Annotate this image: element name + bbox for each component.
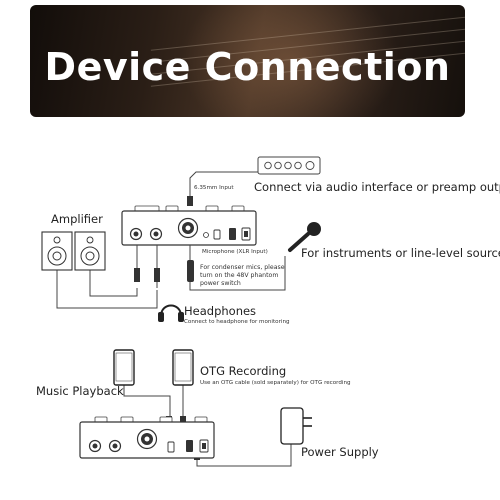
cable-phone-playback: [124, 385, 170, 418]
plug-mic: [187, 260, 194, 282]
label-headphones-note: Connect to headphone for monitoring: [184, 319, 290, 325]
plug-amp: [134, 268, 140, 282]
label-mic-xlr: Microphone (XLR Input): [202, 249, 268, 255]
plug-635: [187, 196, 193, 206]
cable-amp-right: [90, 270, 137, 296]
audio-interface-device: [258, 157, 320, 174]
phone-otg-icon: [173, 350, 193, 385]
label-audio-interface: Connect via audio interface or preamp ou…: [254, 180, 500, 194]
cable-amp-left: [57, 270, 157, 308]
plug-headphone: [154, 268, 160, 282]
label-power-supply: Power Supply: [301, 445, 379, 459]
phone-playback-icon: [114, 350, 134, 385]
label-headphones: Headphones: [184, 304, 256, 318]
mixer-device-bottom: [80, 417, 214, 458]
label-635-input: 6.35mm Input: [194, 185, 234, 191]
power-adapter-icon: [281, 408, 312, 444]
label-amplifier: Amplifier: [51, 212, 103, 226]
amplifier-speakers: [42, 232, 105, 270]
headphones-icon: [158, 306, 184, 323]
label-music-playback: Music Playback: [36, 384, 124, 398]
label-phantom-note: For condenser mics, please turn on the 4…: [200, 264, 285, 288]
mixer-device-top: [122, 206, 256, 245]
label-otg-recording: OTG Recording: [200, 364, 286, 378]
label-instruments: For instruments or line-level sources: [301, 246, 500, 260]
label-otg-note: Use an OTG cable (sold separately) for O…: [200, 380, 351, 386]
